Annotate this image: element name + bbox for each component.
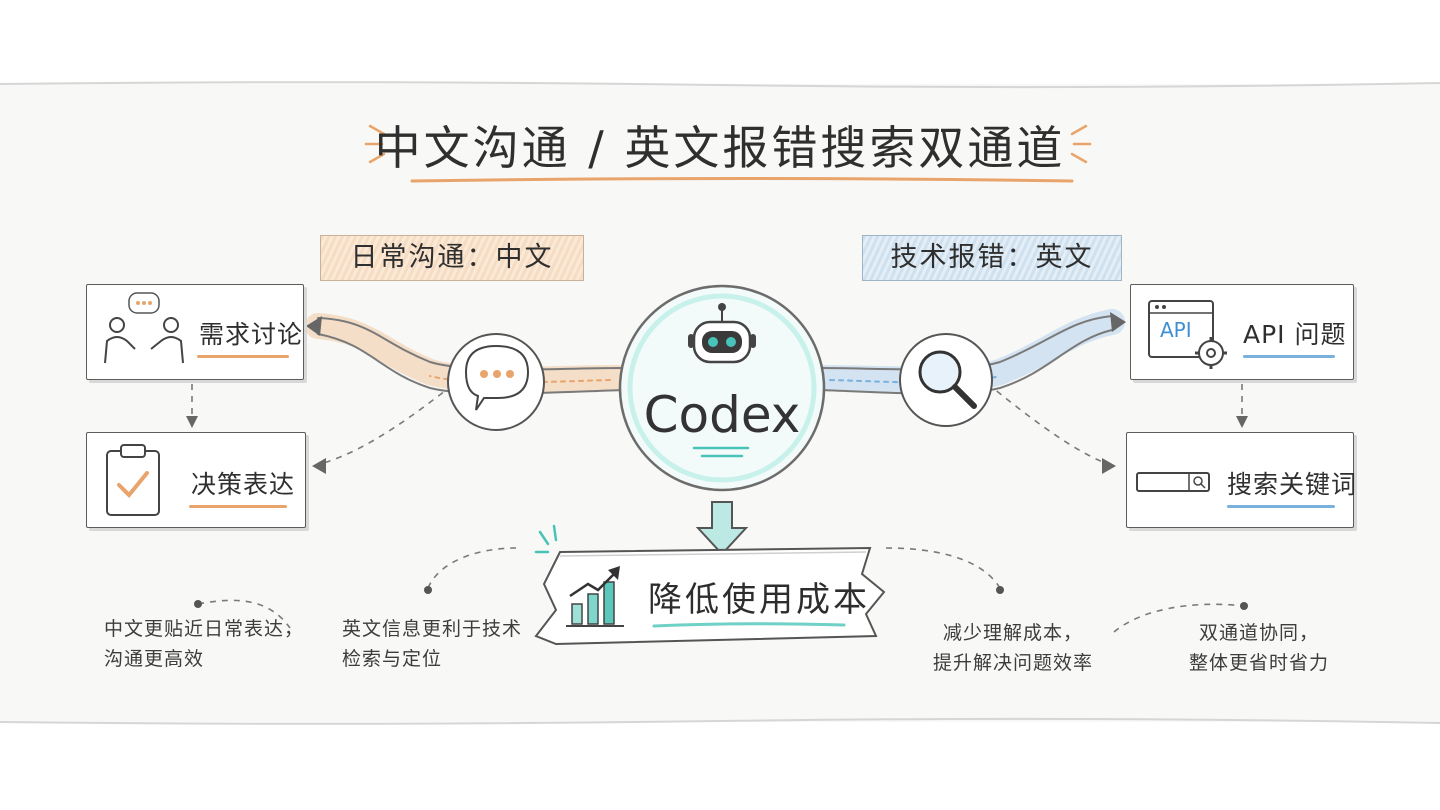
tag-english-tech-errors: 技术报错：英文 [862, 235, 1122, 281]
magnifier-icon [899, 333, 993, 427]
robot-icon [688, 303, 756, 364]
codex-core-circle [618, 284, 826, 492]
title-spark-left [364, 124, 386, 164]
box-requirement-discussion: 需求讨论 [86, 284, 304, 380]
note-reduce-cost: 减少理解成本， 提升解决问题效率 [928, 618, 1098, 678]
api-chip-text: API [1160, 318, 1192, 342]
dashed-connectors [191, 375, 1245, 633]
label-requirement-discussion: 需求讨论 [199, 320, 304, 349]
arrow-to-api [1110, 312, 1126, 332]
underline-discussion [197, 355, 289, 358]
note-dual-channel-line2: 整体更省时省力 [1188, 652, 1329, 674]
people-talking-icon [104, 292, 184, 364]
codex-underline [692, 446, 750, 458]
diagram-title: 中文沟通 / 英文报错搜索双通道 [374, 121, 1066, 175]
bar-chart-up-icon [566, 566, 624, 627]
note-dual-channel: 双通道协同， 整体更省时省力 [1184, 618, 1334, 678]
cost-banner [534, 524, 886, 646]
arrow-to-search [1236, 416, 1248, 428]
underline-search [1227, 505, 1335, 508]
top-band-edge [0, 81, 1440, 89]
banner-label: 降低使用成本 [648, 580, 870, 620]
note-english-benefit: 英文信息更利于技术 检索与定位 [342, 614, 522, 674]
underline-api [1243, 355, 1335, 358]
underline-decision [189, 505, 287, 508]
label-decision-expression: 决策表达 [191, 470, 296, 499]
note-english-benefit-line2: 检索与定位 [342, 648, 443, 670]
tag-chinese-daily-communication: 日常沟通：中文 [320, 235, 584, 281]
note-reduce-cost-line1: 减少理解成本， [942, 622, 1083, 644]
connector-dots [194, 586, 1248, 610]
note-reduce-cost-line2: 提升解决问题效率 [932, 652, 1093, 674]
title-underline [410, 177, 1074, 183]
bottom-margin-band [0, 722, 1440, 810]
chat-bubble-icon [447, 333, 545, 431]
clipboard-check-icon [106, 444, 160, 516]
bottom-band-edge [0, 717, 1440, 725]
arrow-to-discussion [306, 316, 322, 336]
arrow-into-search [1102, 458, 1116, 474]
down-arrow-to-banner [695, 501, 749, 556]
search-bar-icon [1136, 472, 1210, 492]
arrow-into-decision [312, 458, 326, 474]
note-chinese-benefit: 中文更贴近日常表达， 沟通更高效 [104, 614, 304, 674]
note-chinese-benefit-line2: 沟通更高效 [104, 648, 205, 670]
title-spark-right [1070, 124, 1092, 164]
box-search-keywords: 搜索关键词 [1126, 432, 1358, 528]
note-dual-channel-line1: 双通道协同， [1198, 622, 1319, 644]
label-api-issue: API 问题 [1243, 320, 1347, 349]
arrow-to-decision [186, 416, 198, 428]
top-margin-band [0, 0, 1440, 84]
box-api-issue: API 问题 [1130, 284, 1354, 380]
note-english-benefit-line1: 英文信息更利于技术 [342, 618, 523, 640]
label-search-keywords: 搜索关键词 [1227, 470, 1358, 499]
api-window-gear-icon [1148, 300, 1227, 369]
box-decision-expression: 决策表达 [86, 432, 306, 528]
codex-label: Codex [643, 386, 801, 444]
note-chinese-benefit-line1: 中文更贴近日常表达， [104, 618, 305, 640]
